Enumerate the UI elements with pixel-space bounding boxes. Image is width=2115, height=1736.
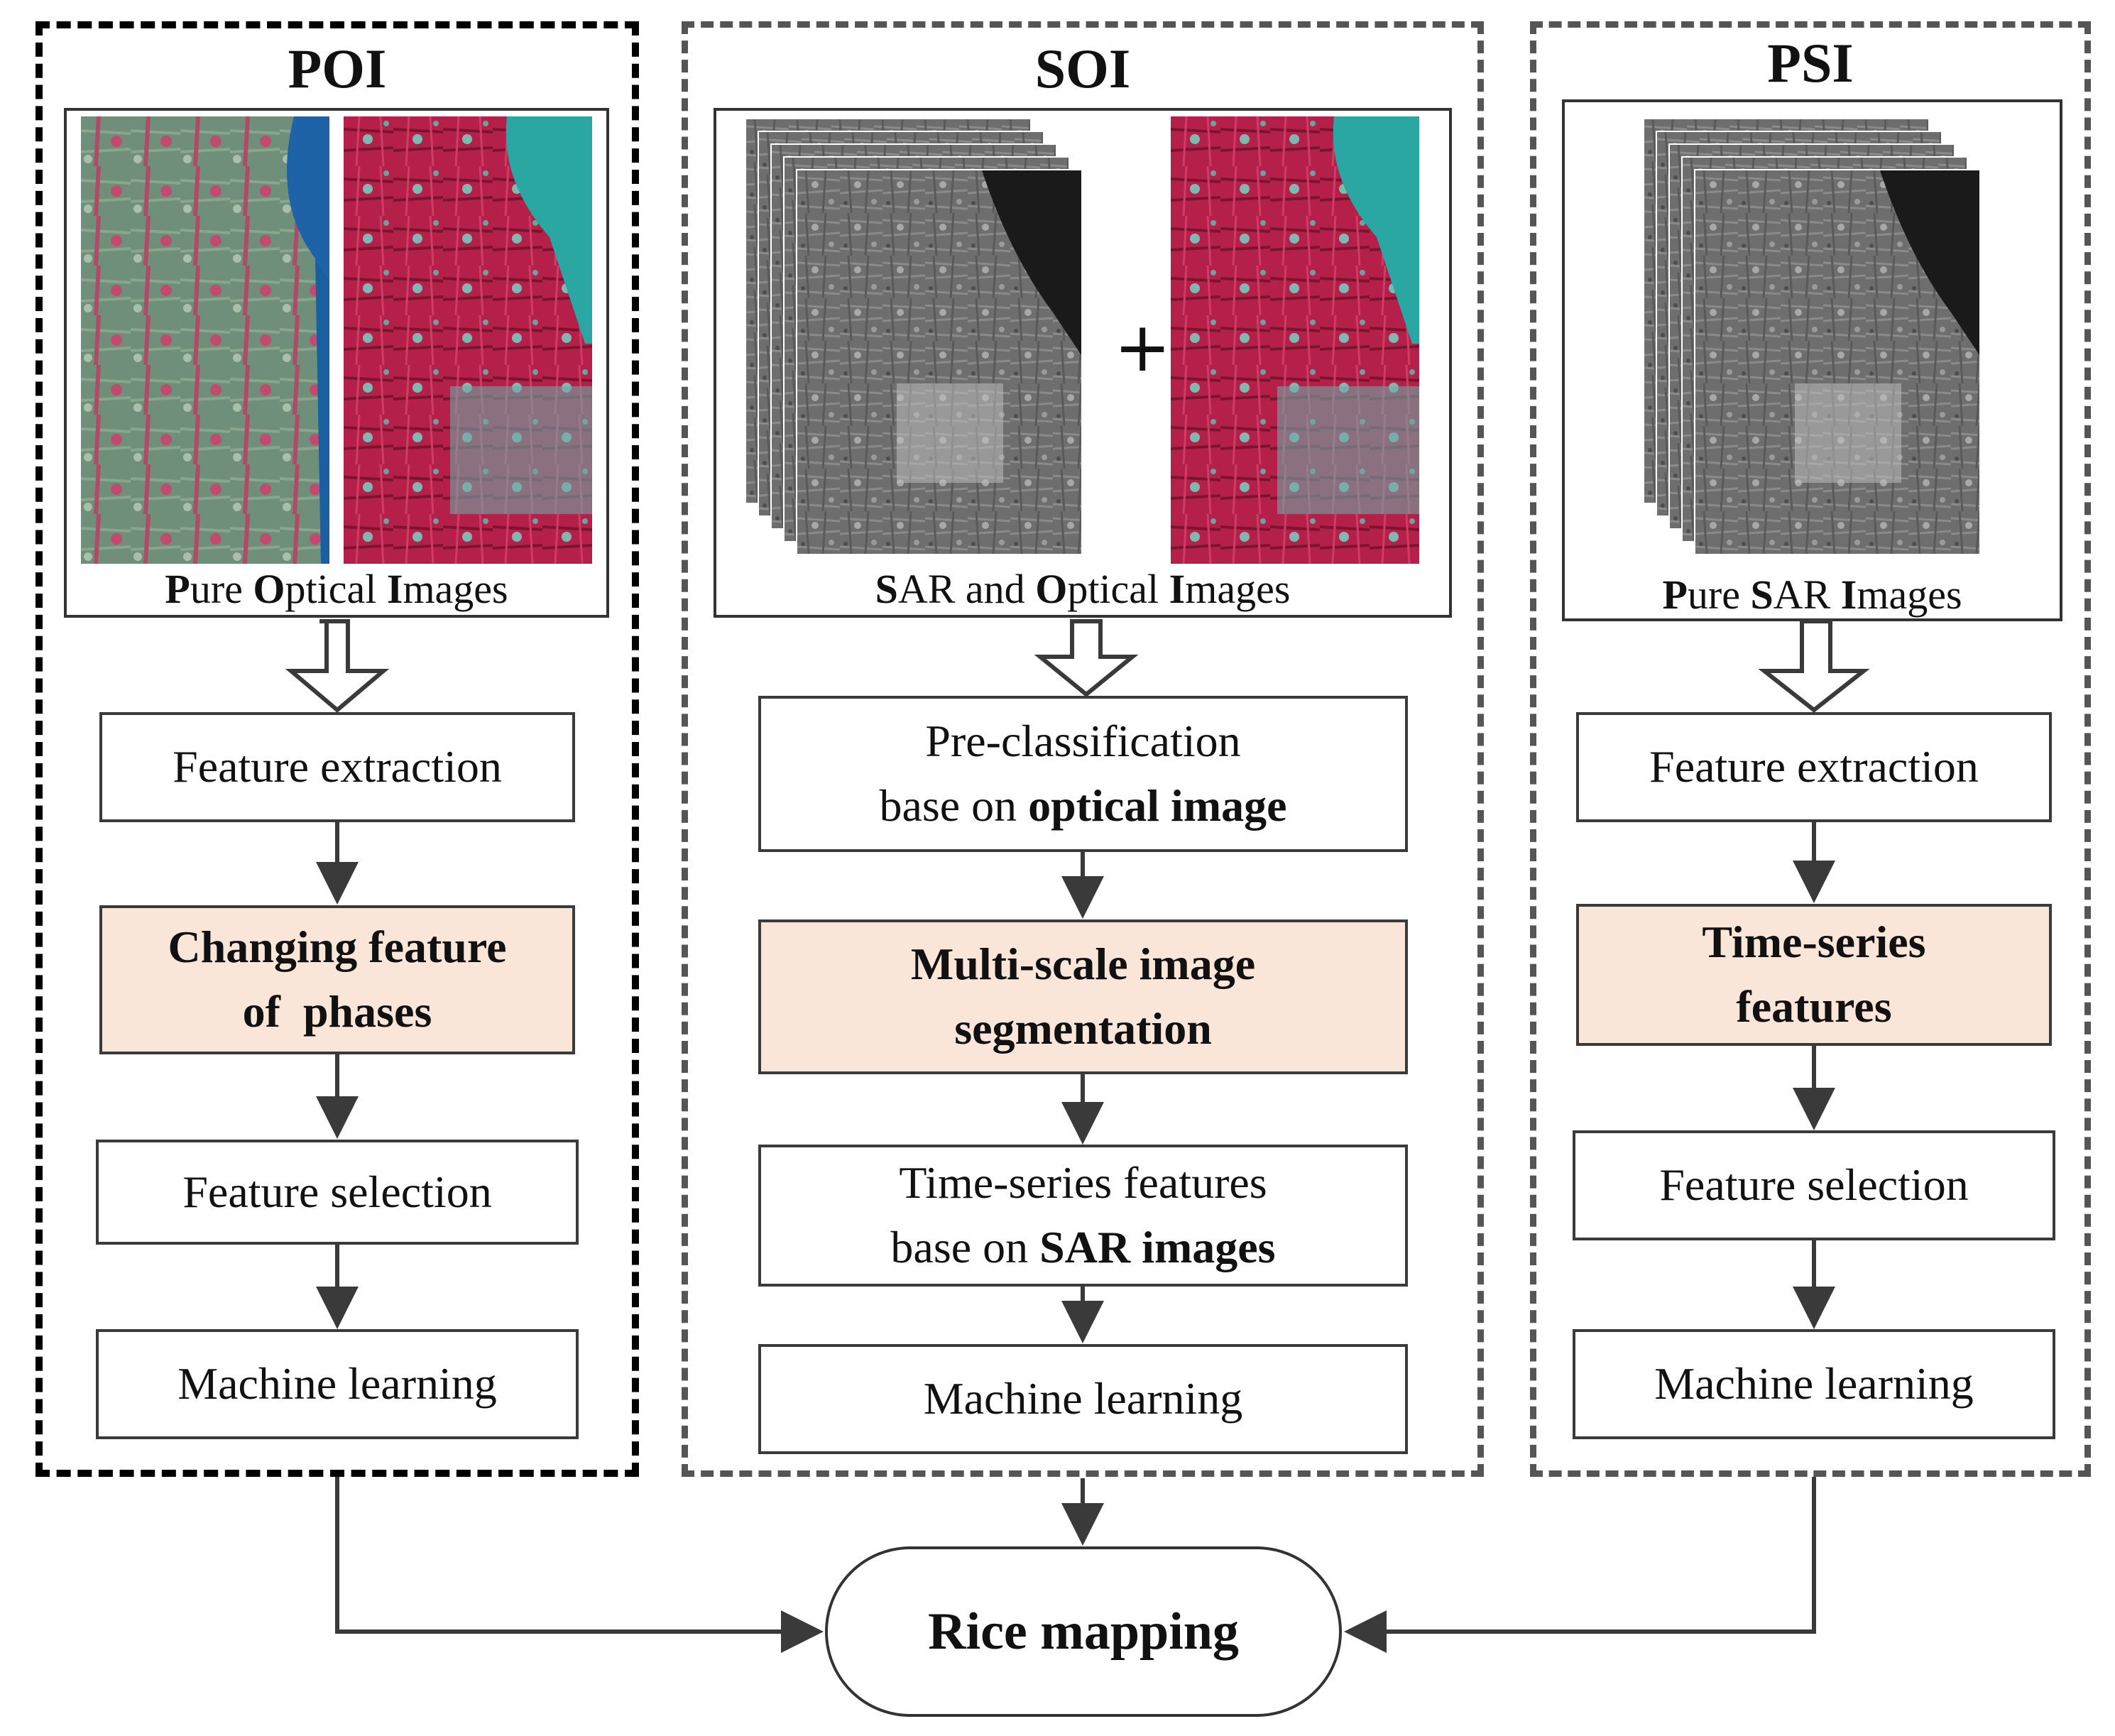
rice-mapping-node: Rice mapping [825, 1546, 1342, 1717]
caption-part: mages [403, 566, 508, 612]
psi-feature-selection: Feature selection [1573, 1130, 2055, 1240]
step-label: Feature extraction [173, 741, 502, 792]
step-label: Pre-classification [925, 716, 1241, 767]
psi-title: PSI [1767, 32, 1854, 94]
step-label: Feature selection [182, 1166, 492, 1217]
step-label-bold: optical image [1028, 780, 1287, 831]
soi-image-box: + SAR and Optical Images [714, 108, 1452, 618]
psi-image-caption: Pure SAR Images [1565, 574, 2060, 616]
step-label: Changing feature [168, 922, 507, 973]
soi-panel [682, 21, 1484, 1477]
caption-part: ure [190, 566, 253, 612]
caption-part: ptical [285, 566, 387, 612]
poi-feature-extraction: Feature extraction [99, 712, 575, 822]
psi-panel [1530, 21, 2091, 1477]
step-label: base on [890, 1222, 1040, 1272]
step-label: Time-series features [899, 1157, 1267, 1208]
optical-image-mixed [81, 116, 329, 564]
step-label: Multi-scale image [910, 939, 1256, 990]
caption-part: mages [1857, 572, 1962, 618]
step-label: of phases [242, 986, 432, 1037]
poi-panel [35, 21, 639, 1477]
caption-part: ure [1687, 572, 1751, 618]
caption-part: O [253, 566, 285, 612]
hollow-arrow-poi [285, 619, 390, 713]
poi-changing-feature: Changing feature of phases [99, 905, 575, 1054]
caption-part: S [1750, 572, 1774, 618]
soi-multiscale-segmentation: Multi-scale image segmentation [758, 919, 1408, 1074]
step-label: Feature selection [1659, 1159, 1969, 1211]
step-label-line: base on optical image [879, 774, 1286, 839]
caption-part: AR and [897, 566, 1036, 612]
step-label: Time-series [1702, 917, 1926, 968]
step-label: base on [879, 780, 1029, 831]
caption-part: P [165, 566, 190, 612]
arrow-psi-to-output [1344, 1477, 1816, 1653]
psi-feature-extraction: Feature extraction [1576, 712, 2052, 822]
caption-part: I [1840, 572, 1857, 618]
soi-machine-learning: Machine learning [758, 1344, 1408, 1454]
poi-machine-learning: Machine learning [96, 1329, 579, 1439]
soi-time-series-features: Time-series features base on SAR images [758, 1145, 1408, 1287]
poi-title: POI [288, 38, 387, 99]
caption-part: AR [1773, 572, 1841, 618]
plus-sign: + [1114, 307, 1171, 387]
poi-image-caption: Pure Optical Images [67, 569, 606, 610]
hollow-arrow-psi [1758, 619, 1870, 713]
step-label: Machine learning [177, 1358, 497, 1409]
step-label-line: base on SAR images [890, 1216, 1275, 1280]
sar-image-stack [745, 118, 1086, 572]
caption-part: O [1035, 566, 1068, 612]
hollow-arrow-soi [1034, 619, 1139, 697]
soi-image-caption: SAR and Optical Images [716, 569, 1449, 610]
arrow-poi-to-output [335, 1477, 824, 1653]
poi-feature-selection: Feature selection [96, 1140, 579, 1245]
step-label-bold: SAR images [1039, 1222, 1276, 1272]
sar-image-front [1694, 169, 1981, 555]
sar-image-front [796, 169, 1083, 555]
optical-image-red [1171, 116, 1419, 564]
caption-part: I [386, 566, 403, 612]
caption-part: mages [1185, 566, 1291, 612]
step-label: Machine learning [923, 1373, 1243, 1424]
caption-part: ptical [1067, 566, 1169, 612]
psi-machine-learning: Machine learning [1573, 1329, 2055, 1439]
optical-image-red [344, 116, 592, 564]
step-label: Feature extraction [1649, 741, 1979, 792]
soi-title: SOI [1034, 38, 1131, 99]
poi-image-box: Pure Optical Images [64, 108, 609, 618]
caption-part: P [1662, 572, 1688, 618]
step-label: Machine learning [1654, 1358, 1974, 1409]
step-label: features [1736, 981, 1892, 1032]
psi-time-series-features: Time-series features [1576, 904, 2052, 1046]
caption-part: I [1169, 566, 1186, 612]
step-label: segmentation [954, 1003, 1212, 1054]
caption-part: S [875, 566, 898, 612]
soi-pre-classification: Pre-classification base on optical image [758, 696, 1408, 852]
sar-image-stack [1643, 118, 1984, 572]
output-label: Rice mapping [928, 1602, 1239, 1661]
psi-image-box: Pure SAR Images [1562, 99, 2062, 621]
